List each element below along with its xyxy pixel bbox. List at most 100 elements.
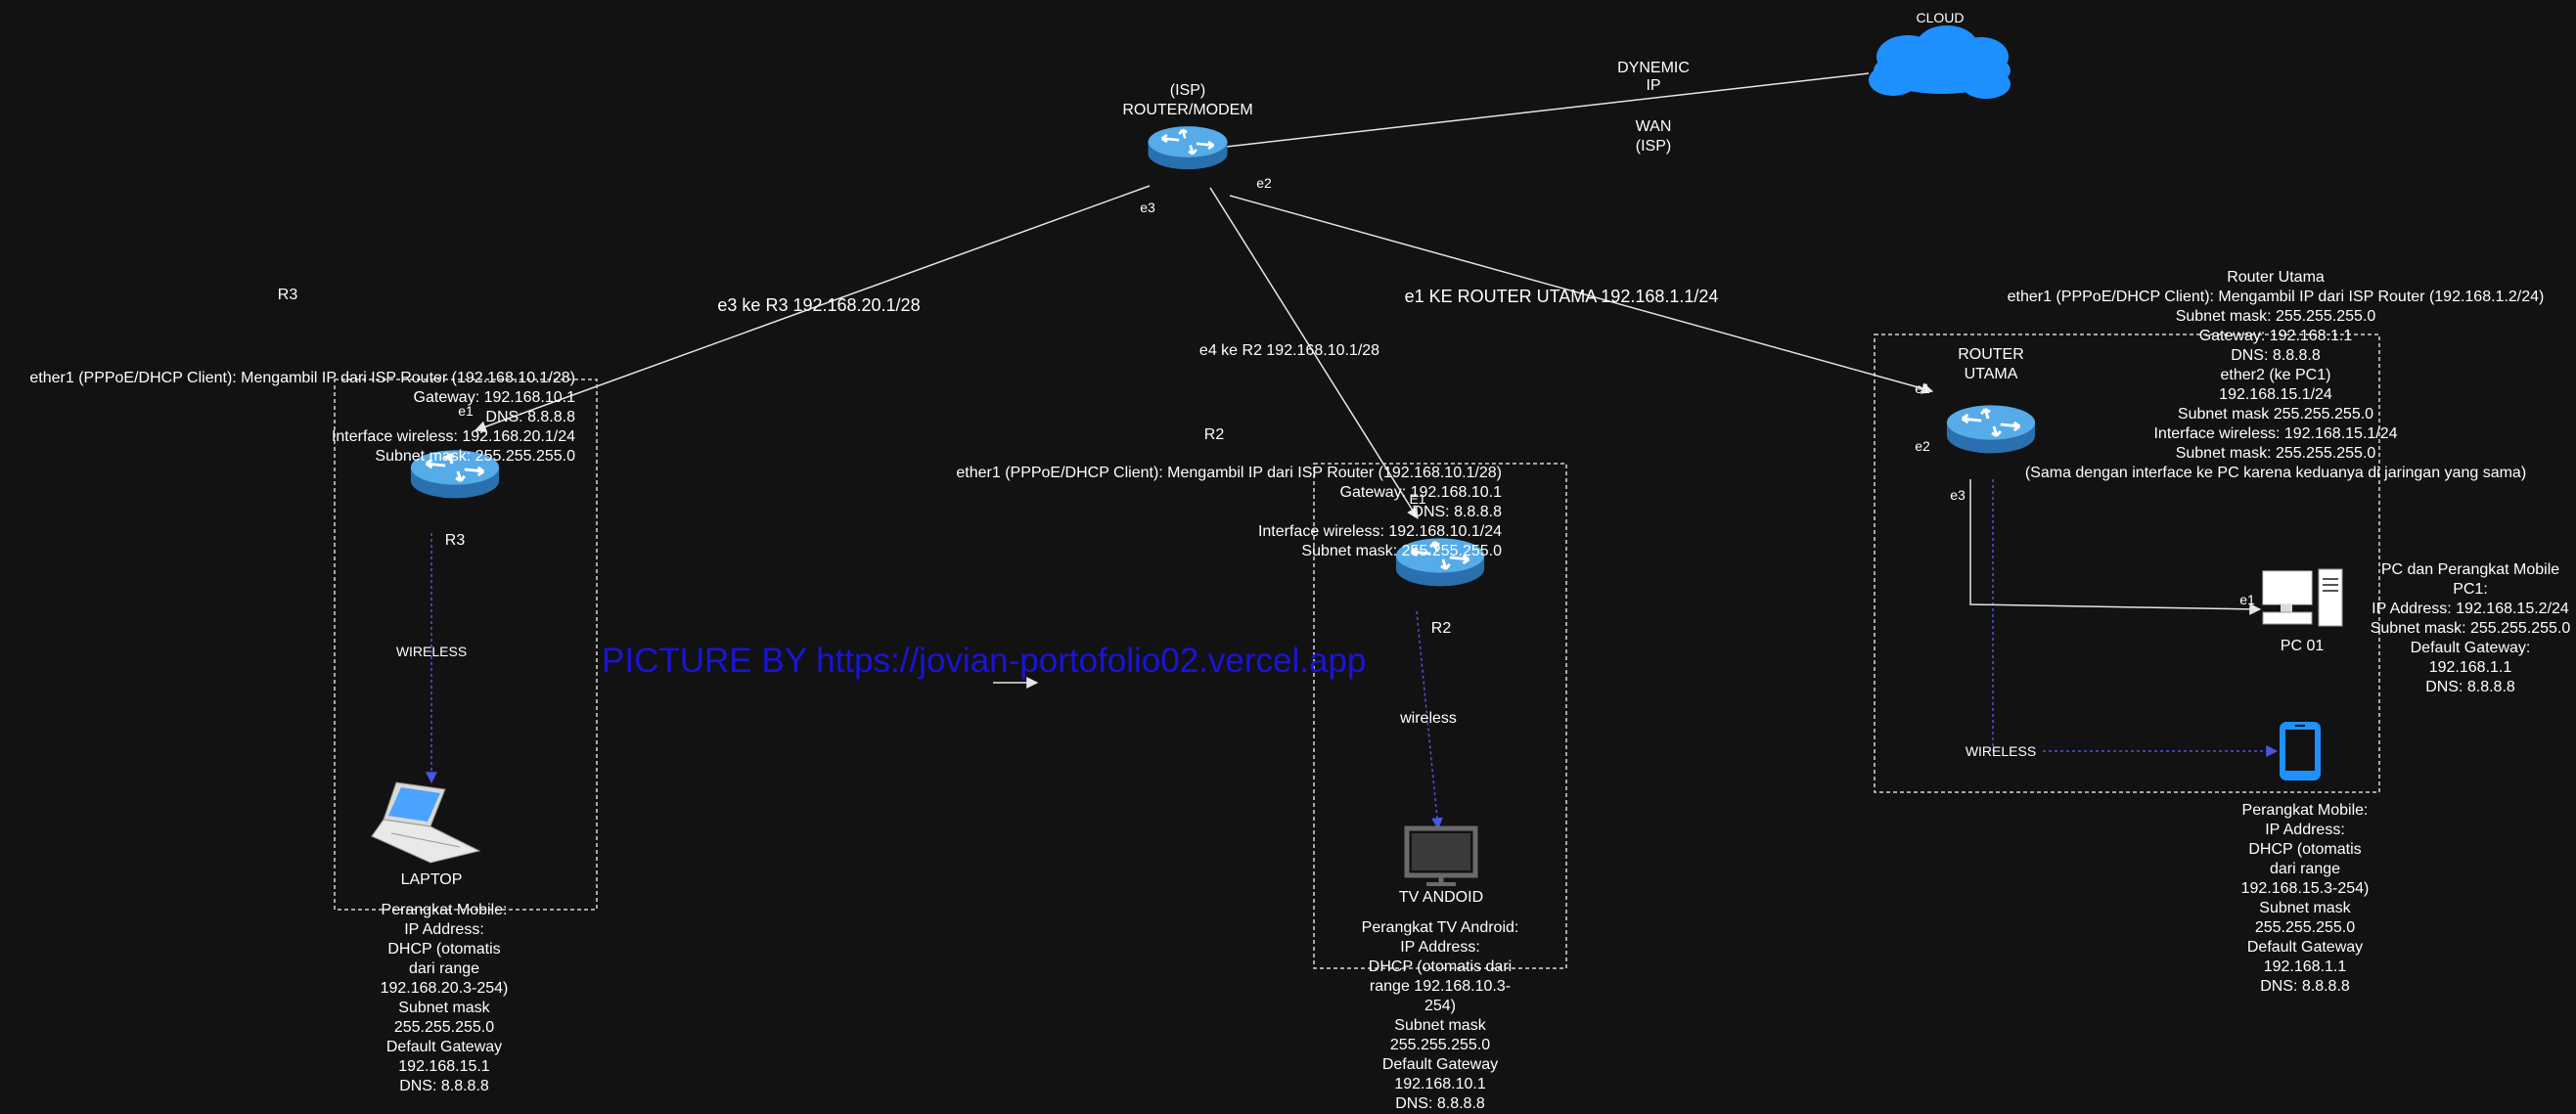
info-line: 255.255.255.0 (393, 1019, 495, 1036)
main-config-line: ether1 (PPPoE/DHCP Client): Mengambil IP… (2007, 289, 2545, 305)
r2-config-line: ether1 (PPPoE/DHCP Client): Mengambil IP… (956, 465, 1502, 481)
cloud-label: CLOUD (1916, 10, 1965, 25)
wan-label: WAN (1635, 118, 1672, 135)
main-port-e2: e2 (1915, 438, 1930, 454)
pc-icon (2262, 568, 2343, 627)
info-line: DNS: 8.8.8.8 (399, 1078, 489, 1094)
info-line: IP Address: (2265, 822, 2345, 838)
info-line: 192.168.15.3-254) (2240, 880, 2370, 897)
main-config-line: ether2 (ke PC1) (2220, 367, 2331, 383)
info-line: dari range (408, 960, 480, 977)
r3-network-box (334, 379, 598, 911)
info-line: 192.168.20.3-254) (380, 980, 509, 997)
isp-router-icon (1147, 124, 1229, 171)
r2-device-info: Perangkat TV Android: IP Address: DHCP (… (1362, 918, 1519, 1114)
r3-config-line: Gateway: 192.168.10.1 (413, 389, 575, 406)
r3-wireless-label: WIRELESS (395, 644, 468, 659)
r3-router-label: R3 (444, 532, 466, 549)
main-config-line: 192.168.15.1/24 (2219, 386, 2332, 403)
info-line: 192.168.15.1 (398, 1058, 490, 1075)
info-line: 255.255.255.0 (1389, 1037, 1491, 1053)
main-config-line: Interface wireless: 192.168.15.1/24 (2153, 425, 2398, 442)
r3-config-line: DNS: 8.8.8.8 (485, 409, 575, 425)
watermark: PICTURE BY https://jovian-portofolio02.v… (602, 642, 1367, 680)
isp-port-e2: e2 (1256, 175, 1272, 191)
main-router-label-1: ROUTER (1958, 346, 2024, 363)
main-config-line: Subnet mask: 255.255.255.0 (2175, 445, 2376, 462)
wan-link (1207, 72, 1870, 154)
pc-label: PC 01 (2280, 638, 2325, 654)
info-line: DNS: 8.8.8.8 (2425, 679, 2515, 695)
info-line: 255.255.255.0 (2254, 919, 2356, 936)
main-config-line: Subnet mask: 255.255.255.0 (2175, 308, 2376, 325)
r2-config-line: DNS: 8.8.8.8 (1412, 504, 1502, 520)
info-line: 254) (1424, 998, 1457, 1014)
link-r2-label: e4 ke R2 192.168.10.1/28 (1198, 342, 1380, 359)
r2-config-line: Subnet mask: 255.255.255.0 (1301, 543, 1502, 559)
pc-info: PC dan Perangkat Mobile PC1: IP Address:… (2371, 560, 2571, 697)
r2-config-line: Interface wireless: 192.168.10.1/24 (1257, 523, 1502, 540)
info-line: Default Gateway (385, 1039, 503, 1055)
info-line: Perangkat Mobile: (2241, 802, 2369, 819)
info-line: DHCP (otomatis dari (1368, 958, 1513, 975)
info-line: 192.168.1.1 (2263, 958, 2347, 975)
info-line: Perangkat TV Android: (1361, 919, 1519, 936)
link-isp-main (1229, 195, 1934, 394)
main-config-line: Gateway: 192.168.1.1 (2198, 328, 2353, 344)
main-network-box (1874, 334, 2380, 793)
info-line: Default Gateway: (2410, 640, 2531, 656)
main-pc-link (1969, 479, 2262, 615)
info-line: IP Address: (404, 921, 484, 938)
info-line: Subnet mask (2259, 900, 2351, 916)
r2-port-e1: E1 (1409, 491, 1426, 507)
mobile-info: Perangkat Mobile: IP Address: DHCP (otom… (2241, 801, 2370, 997)
info-line: PC dan Perangkat Mobile (2380, 561, 2560, 578)
link-main-label: e1 KE ROUTER UTAMA 192.168.1.1/24 (1404, 287, 1719, 306)
laptop-label: LAPTOP (400, 871, 463, 888)
main-port-e3: e3 (1950, 487, 1966, 503)
r2-wireless-link (1416, 610, 1443, 830)
info-line: Subnet mask: 255.255.255.0 (2370, 620, 2571, 637)
r3-config-line: Interface wireless: 192.168.20.1/24 (331, 428, 575, 445)
r3-config: ether1 (PPPoE/DHCP Client): Mengambil IP… (29, 369, 575, 467)
info-line: dari range (2269, 861, 2341, 877)
wan-ip-label: IP (1646, 77, 1661, 94)
info-line: PC1: (2453, 581, 2488, 598)
info-line: IP Address: 192.168.15.2/24 (2372, 601, 2569, 617)
info-line: Perangkat Mobile: (381, 902, 508, 918)
cloud-icon (1869, 25, 2011, 99)
info-line: Subnet mask (1394, 1017, 1486, 1034)
laptop-icon (371, 781, 481, 864)
main-router-config: Router Utama ether1 (PPPoE/DHCP Client):… (2008, 268, 2545, 483)
mobile-phone-icon (2280, 722, 2321, 780)
info-line: DNS: 8.8.8.8 (1395, 1095, 1485, 1112)
info-line: DHCP (otomatis (387, 941, 501, 958)
r2-router-label: R2 (1430, 620, 1452, 637)
info-line: Default Gateway (2246, 939, 2364, 956)
main-config-line: (Sama dengan interface ke PC karena kedu… (2024, 465, 2527, 481)
link-r3-label: e3 ke R3 192.168.20.1/28 (717, 295, 921, 315)
tv-label: TV ANDOID (1398, 889, 1484, 906)
tv-icon (1404, 825, 1478, 886)
info-line: range 192.168.10.3- (1369, 978, 1512, 995)
info-line: DHCP (otomatis (2248, 841, 2362, 858)
info-line: DNS: 8.8.8.8 (2260, 978, 2350, 995)
main-wireless-label: WIRELESS (1965, 743, 2037, 759)
info-line: Subnet mask (398, 1000, 490, 1016)
r2-config: ether1 (PPPoE/DHCP Client): Mengambil IP… (956, 464, 1502, 561)
info-line: IP Address: (1400, 939, 1480, 956)
r2-network-box (1313, 463, 1567, 969)
pc-port-e1: e1 (2239, 592, 2255, 607)
r2-config-line: Gateway: 192.168.10.1 (1339, 484, 1502, 501)
isp-router-label-2: ROUTER/MODEM (1122, 102, 1253, 118)
r3-config-line: Subnet mask: 255.255.255.0 (375, 448, 575, 465)
main-router-label-2: UTAMA (1964, 366, 2018, 382)
r2-title: R2 (1203, 426, 1225, 443)
wan-dynamic-label: DYNEMIC (1617, 60, 1690, 76)
r2-wireless-label: wireless (1400, 710, 1457, 727)
isp-port-e3: e3 (1140, 200, 1155, 215)
info-line: 192.168.10.1 (1394, 1076, 1486, 1092)
info-line: 192.168.1.1 (2428, 659, 2512, 676)
main-config-line: DNS: 8.8.8.8 (2231, 347, 2321, 364)
